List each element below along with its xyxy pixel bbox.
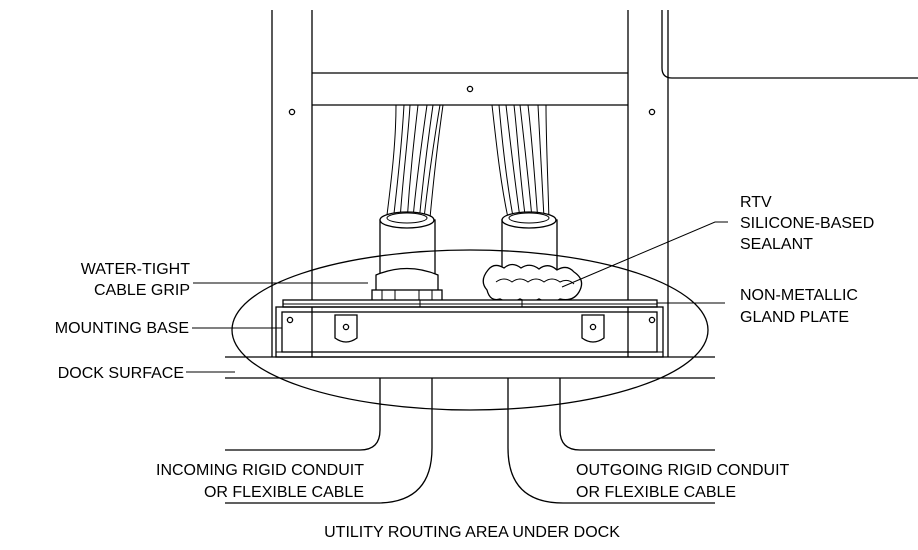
outgoing-conduit-label-line1: OUTGOING RIGID CONDUIT — [576, 462, 790, 479]
outgoing-rigid-conduit — [507, 378, 715, 504]
incoming-conduit-label-line2: OR FLEXIBLE CABLE — [204, 484, 364, 501]
rtv-label-line2: SILICONE-BASED — [740, 215, 874, 232]
water-tight-cable-grip — [371, 211, 443, 303]
dock-surface — [225, 356, 715, 379]
cable-bundle-left — [386, 104, 444, 223]
gland-plate-label-line1: NON-METALLIC — [740, 287, 858, 304]
leader-lines — [186, 221, 728, 373]
mounting-base — [275, 306, 664, 358]
incoming-conduit-label-line1: INCOMING RIGID CONDUIT — [156, 462, 364, 479]
outgoing-conduit-label-line2: OR FLEXIBLE CABLE — [576, 484, 736, 501]
rtv-silicone-sealant-blob — [482, 263, 583, 303]
cabinet-frame — [271, 10, 918, 357]
cable-bundle-right — [491, 104, 550, 223]
cable-grip-label-line1: WATER-TIGHT — [81, 261, 191, 278]
incoming-rigid-conduit — [225, 378, 433, 504]
rtv-label-line3: SEALANT — [740, 236, 813, 253]
non-metallic-gland-plate — [282, 299, 658, 308]
routing-area-label: UTILITY ROUTING AREA UNDER DOCK — [324, 524, 620, 541]
rtv-label-line1: RTV — [740, 194, 772, 211]
dock-surface-label: DOCK SURFACE — [58, 365, 184, 382]
mounting-base-label: MOUNTING BASE — [55, 320, 189, 337]
cable-grip-label-line2: CABLE GRIP — [94, 282, 190, 299]
gland-plate-label-line2: GLAND PLATE — [740, 309, 849, 326]
detail-area-ellipse — [231, 249, 709, 411]
